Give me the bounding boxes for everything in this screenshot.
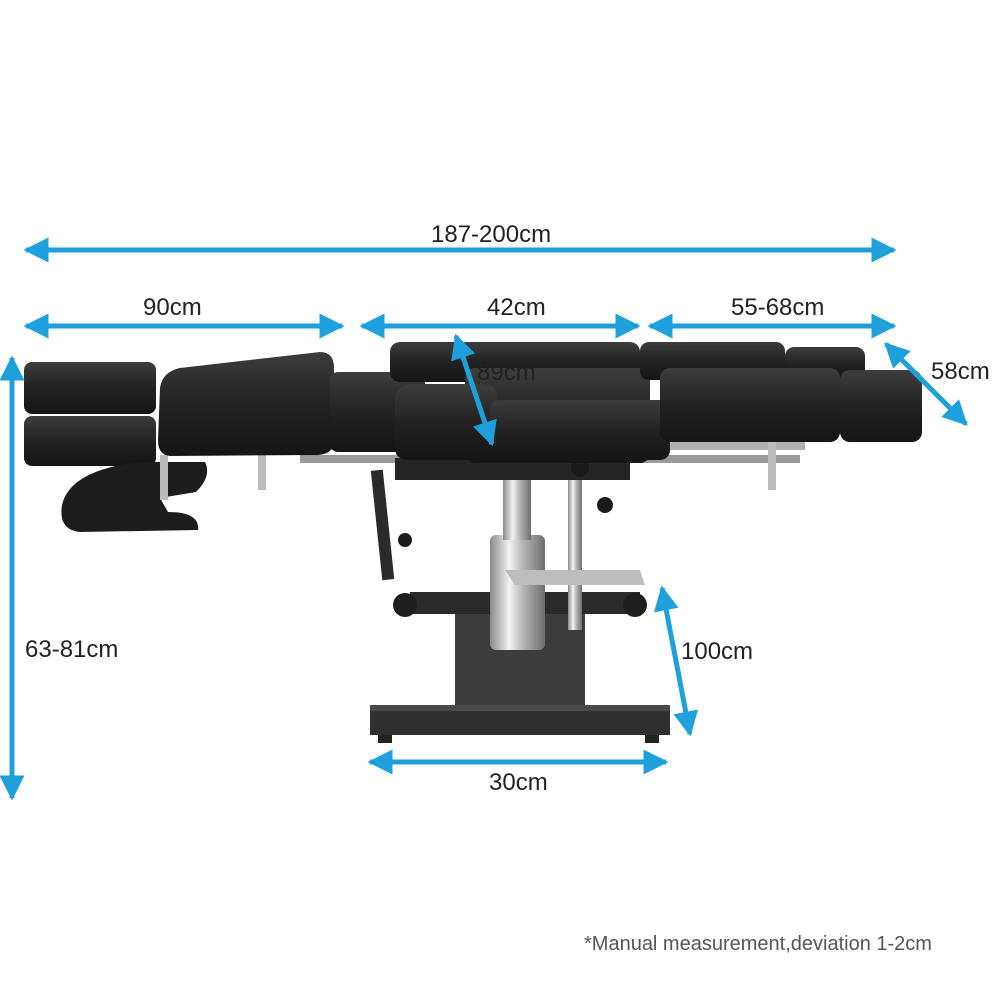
back-section: [158, 352, 425, 456]
label-back-section: 90cm: [143, 294, 202, 321]
arrow-armrest: [451, 333, 497, 447]
leg-section: [640, 342, 922, 442]
dimension-arrows: [0, 237, 968, 801]
hydraulic-column: [370, 469, 645, 650]
label-base-width: 30cm: [489, 769, 548, 796]
label-armrest: 89cm: [477, 359, 536, 386]
headrest: [24, 362, 208, 532]
label-height: 63-81cm: [25, 636, 119, 663]
arrow-width: [884, 342, 968, 426]
label-overall-length: 187-200cm: [431, 221, 552, 248]
label-width: 58cm: [931, 358, 990, 385]
label-base-length: 100cm: [681, 638, 754, 665]
label-seat-section: 42cm: [487, 294, 546, 321]
seat-section: [390, 342, 670, 463]
label-leg-section: 55-68cm: [731, 294, 825, 321]
arrow-base-length: [653, 585, 699, 737]
wheels: [393, 593, 647, 617]
footnote: *Manual measurement,deviation 1-2cm: [584, 933, 932, 955]
